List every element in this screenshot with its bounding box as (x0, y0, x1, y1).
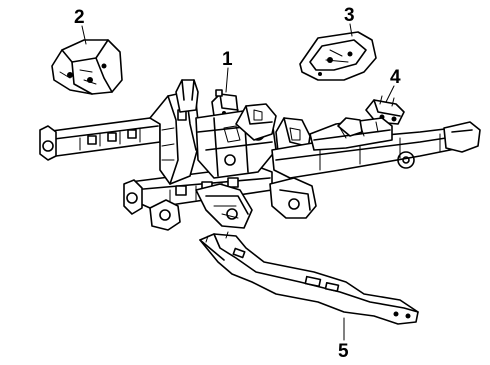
frame-assembly (39, 79, 481, 231)
leader-line-4 (385, 85, 395, 103)
callout-2: 2 (74, 7, 85, 28)
callout-4: 4 (390, 67, 401, 88)
callout-5: 5 (338, 341, 349, 362)
leader-line-2 (81, 25, 87, 45)
callout-3: 3 (344, 5, 355, 26)
leader-line-3 (349, 23, 353, 37)
callout-1: 1 (222, 49, 233, 70)
part-5-crossmember (199, 231, 419, 325)
leader-line-1 (225, 67, 229, 93)
part-3-mount-bracket (299, 31, 377, 81)
part-2-mount-bracket (51, 39, 123, 95)
